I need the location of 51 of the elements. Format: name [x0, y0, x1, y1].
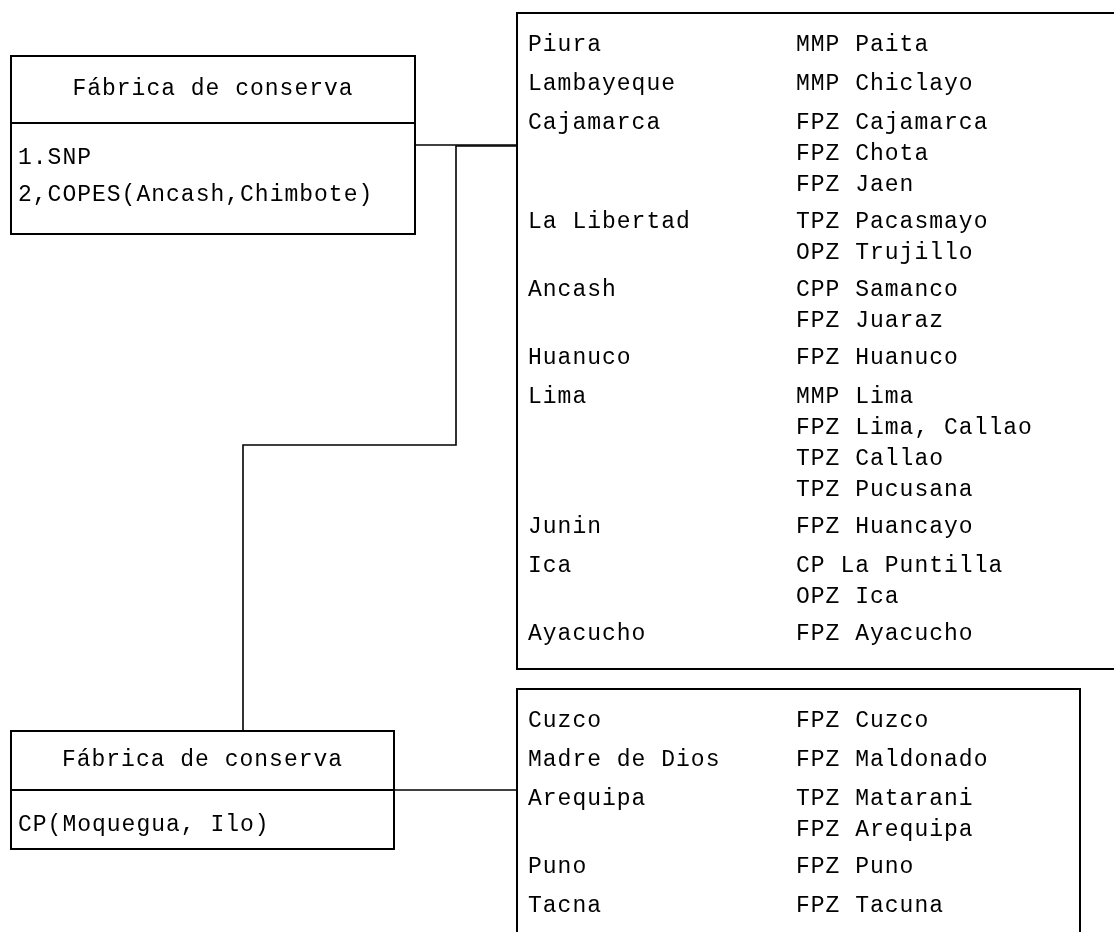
- connector-line: [394, 789, 517, 791]
- region-name: Ayacucho: [528, 621, 647, 647]
- box-entry: 2,COPES(Ancash,Chimbote): [18, 181, 375, 210]
- facility-name: MMP Paita: [796, 31, 930, 60]
- region-name: Cajamarca: [528, 110, 662, 136]
- facility-name: FPZ Cuzco: [796, 707, 930, 736]
- facility-name: CP La Puntilla: [796, 552, 1004, 581]
- facility-name: FPZ Arequipa: [796, 816, 974, 845]
- facility-name: TPZ Pacasmayo: [796, 208, 989, 237]
- facility-name: FPZ Huancayo: [796, 513, 974, 542]
- facility-name: FPZ Lima, Callao: [796, 414, 1033, 443]
- facility-name: TPZ Matarani: [796, 785, 974, 814]
- box-title: Fábrica de conserva: [72, 75, 354, 105]
- region-name: Junin: [528, 514, 602, 540]
- region-name: Puno: [528, 854, 588, 880]
- region-name: La Libertad: [528, 209, 691, 235]
- facility-name: FPZ Juaraz: [796, 307, 946, 336]
- region-name: Lima: [528, 384, 588, 410]
- region-name: Arequipa: [528, 786, 647, 812]
- facility-name: OPZ Trujillo: [796, 239, 975, 268]
- table-box: [516, 12, 1114, 670]
- facility-name: FPZ Tacuna: [796, 892, 945, 921]
- class-box: [10, 730, 395, 850]
- facility-name: CPP Samanco: [796, 276, 959, 305]
- facility-name: MMP Lima: [796, 383, 916, 412]
- facility-name: FPZ Maldonado: [796, 746, 989, 775]
- region-name: Tacna: [528, 893, 602, 919]
- facility-name: FPZ Chota: [796, 140, 931, 169]
- box-entry: CP(Moquegua, Ilo): [18, 811, 271, 840]
- region-name: Lambayeque: [528, 71, 677, 97]
- facility-name: OPZ Ica: [796, 583, 901, 612]
- region-name: Ica: [528, 553, 573, 579]
- box-title: Fábrica de conserva: [61, 746, 344, 776]
- region-name: Ancash: [528, 277, 617, 303]
- facility-name: TPZ Pucusana: [796, 476, 975, 505]
- region-name: Huanuco: [528, 345, 632, 371]
- region-name: Piura: [528, 32, 602, 58]
- facility-name: FPZ Jaen: [796, 171, 916, 200]
- connector-line: [242, 145, 517, 731]
- facility-name: FPZ Huanuco: [796, 344, 959, 373]
- class-box: [10, 55, 416, 235]
- table-box: [516, 688, 1081, 932]
- region-name: Cuzco: [528, 708, 602, 734]
- facility-name: FPZ Puno: [796, 853, 915, 882]
- box-entry: 1.SNP: [18, 144, 93, 173]
- region-name: Madre de Dios: [528, 747, 721, 773]
- facility-name: MMP Chiclayo: [796, 70, 974, 99]
- facility-name: TPZ Callao: [796, 445, 946, 474]
- connector-line: [415, 144, 517, 146]
- facility-name: FPZ Cajamarca: [796, 109, 989, 138]
- facility-name: FPZ Ayacucho: [796, 620, 974, 649]
